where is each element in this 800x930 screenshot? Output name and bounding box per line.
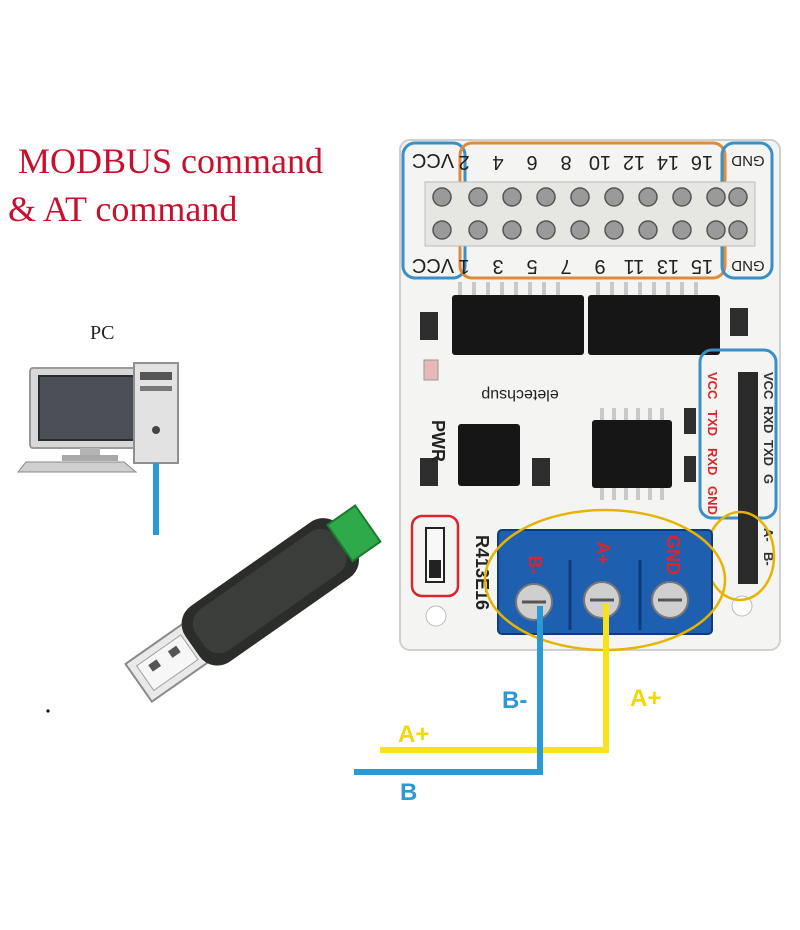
a-plus-wire [380, 604, 609, 753]
header-pin [604, 187, 624, 207]
header-pin [468, 187, 488, 207]
header-pin [536, 220, 556, 240]
pwr-label: PWR [428, 420, 448, 462]
terminal-label-gnd: GND [663, 535, 683, 575]
header-top-pin-label: 10 [589, 151, 611, 173]
header-pin [638, 220, 658, 240]
serial-pin-label: GND [705, 486, 720, 515]
header-pin [604, 220, 624, 240]
wire-label-a-board: A+ [630, 685, 661, 712]
header-pin [672, 220, 692, 240]
header-bottom-pin-label: 3 [492, 255, 503, 277]
pc-icon [16, 362, 179, 473]
header-top-pin-label: 4 [492, 151, 503, 173]
header-top-pin-label: 6 [526, 151, 537, 173]
pc-label: PC [90, 322, 115, 344]
header-pin [706, 187, 726, 207]
header-top-left-label: VCC [412, 149, 454, 171]
serial-pin-label: TXD [705, 410, 720, 436]
header-pin [638, 187, 658, 207]
serial-pin-label: RXD [705, 448, 720, 475]
header-top-right-label: GND [731, 152, 765, 169]
rs485-wires [354, 604, 609, 775]
header-top-pin-label: 16 [691, 151, 713, 173]
header-top-pin-labels: 2 4 6 8 10 12 14 16 [458, 151, 713, 173]
header-bottom-left-label: VCC [412, 254, 454, 276]
usb-rs485-adapter [124, 504, 382, 704]
serial-right-label: VCC [761, 372, 776, 400]
driver-chip-1 [452, 295, 584, 355]
header-bottom-pin-label: 7 [560, 255, 571, 277]
terminal-label-a: A+ [593, 541, 613, 565]
wire-label-b-board: B- [502, 687, 527, 714]
header-pin [728, 220, 748, 240]
terminal-label-b: B- [525, 556, 545, 575]
title-line-2: & AT command [8, 189, 238, 229]
header-top-pin-label: 12 [623, 151, 645, 173]
b-minus-wire [354, 606, 543, 775]
header-bottom-pin-label: 15 [691, 255, 713, 277]
header-bottom-right-label: GND [731, 257, 765, 274]
serial-pin-label: VCC [705, 372, 720, 400]
header-pin [672, 187, 692, 207]
header-pin [468, 220, 488, 240]
title-line-1: MODBUS command [18, 141, 323, 181]
driver-chip-2 [588, 295, 720, 355]
header-bottom-pin-label: 11 [624, 255, 645, 277]
terminal-screws [515, 581, 689, 621]
pin-header [432, 187, 748, 240]
serial-right-label: TXD [761, 440, 776, 466]
header-pin [432, 187, 452, 207]
header-bottom-pin-label: 5 [526, 255, 537, 277]
stray-dot [46, 709, 50, 713]
header-pin [536, 187, 556, 207]
header-bottom-pin-label: 1 [458, 255, 469, 277]
header-top-pin-label: 2 [458, 151, 469, 173]
mode-switch-outline [410, 514, 460, 598]
header-pin [728, 187, 748, 207]
header-pin [570, 187, 590, 207]
header-bottom-pin-label: 13 [657, 255, 679, 277]
serial-pin-header [738, 372, 758, 584]
serial-right-label: G [761, 474, 776, 484]
brand-label: eletechsup [481, 386, 558, 403]
mcu-chip [592, 420, 672, 488]
header-top-pin-label: 14 [657, 151, 679, 173]
serial-right-label: RXD [761, 406, 776, 433]
header-pin [570, 220, 590, 240]
serial-right-labels: VCC RXD TXD G [761, 372, 776, 484]
header-pin [432, 220, 452, 240]
header-bottom-pin-label: 9 [594, 255, 605, 277]
header-pin [706, 220, 726, 240]
wire-label-b-usb: B [400, 779, 417, 806]
rs485-right-label: B- [761, 552, 776, 566]
header-top-pin-label: 8 [560, 151, 571, 173]
header-pin [502, 187, 522, 207]
serial-labels: VCC TXD RXD GND [705, 372, 720, 515]
small-chip-1 [458, 424, 520, 486]
header-pin [502, 220, 522, 240]
wire-label-a-usb: A+ [398, 721, 429, 748]
